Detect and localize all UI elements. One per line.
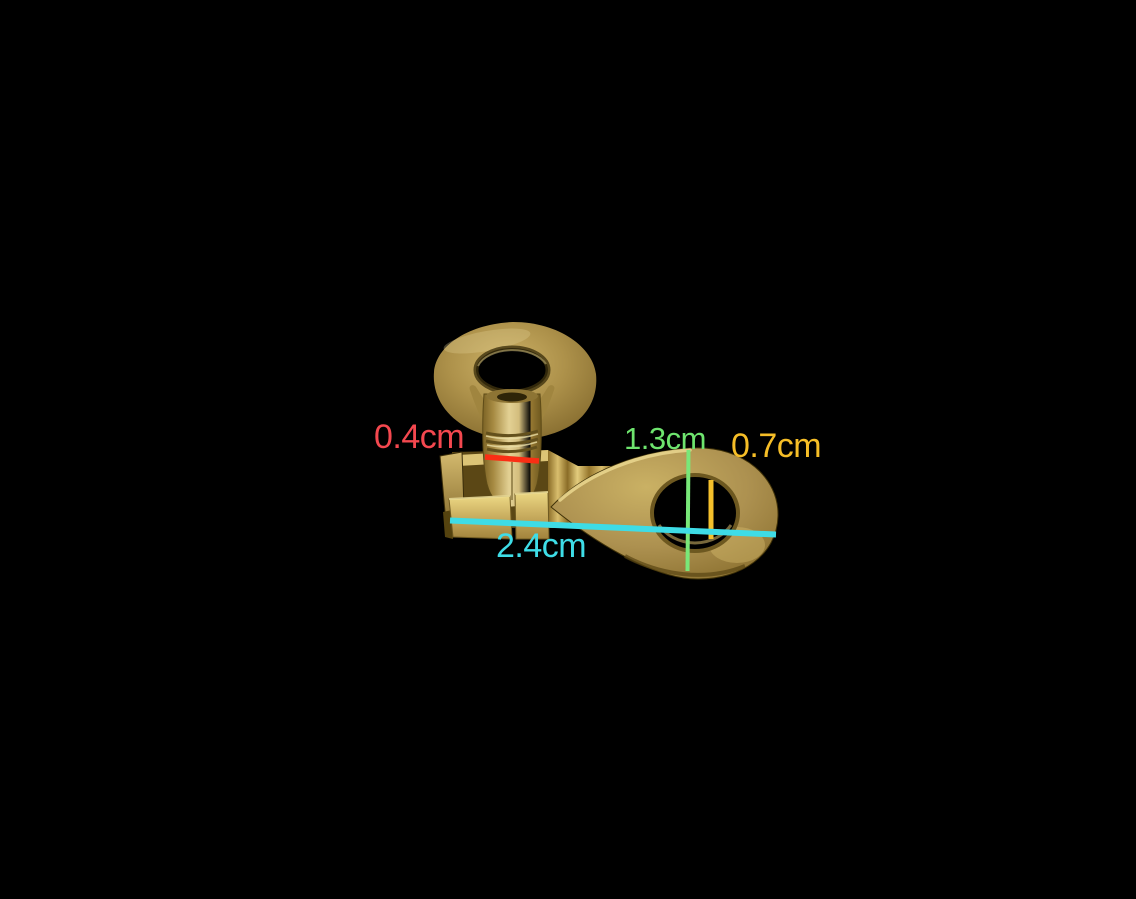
barrel-ridge-2-glint	[486, 441, 538, 448]
barrel-ridge-1-glint	[485, 433, 539, 440]
label-ring-outer-diameter: 1.3cm	[624, 421, 706, 456]
label-hole-diameter: 0.7cm	[731, 427, 822, 465]
terminal-head-hole	[476, 348, 548, 392]
label-overall-length: 2.4cm	[496, 527, 587, 565]
barrel-ridge-2	[485, 437, 539, 446]
washer-hole-rim	[650, 473, 740, 553]
dimension-lines	[449, 449, 777, 572]
barrel-ridge-1	[485, 429, 539, 438]
barrel-funnel-hole	[497, 392, 527, 402]
washer-bottom-rim-shade	[624, 554, 746, 577]
front-block-right-glint	[514, 491, 549, 495]
terminal-head-highlight	[443, 328, 531, 354]
measure-line-overall-length	[449, 517, 777, 538]
barrel-ridge-3	[486, 445, 538, 454]
washer-top-rim-glint	[558, 448, 692, 502]
front-block-left-glint	[448, 495, 511, 500]
terminal-head-hole-glint	[477, 349, 547, 367]
measure-line-ring-diameter	[685, 449, 691, 572]
measure-line-barrel-width	[484, 454, 540, 464]
label-barrel-width: 0.4cm	[374, 418, 465, 456]
